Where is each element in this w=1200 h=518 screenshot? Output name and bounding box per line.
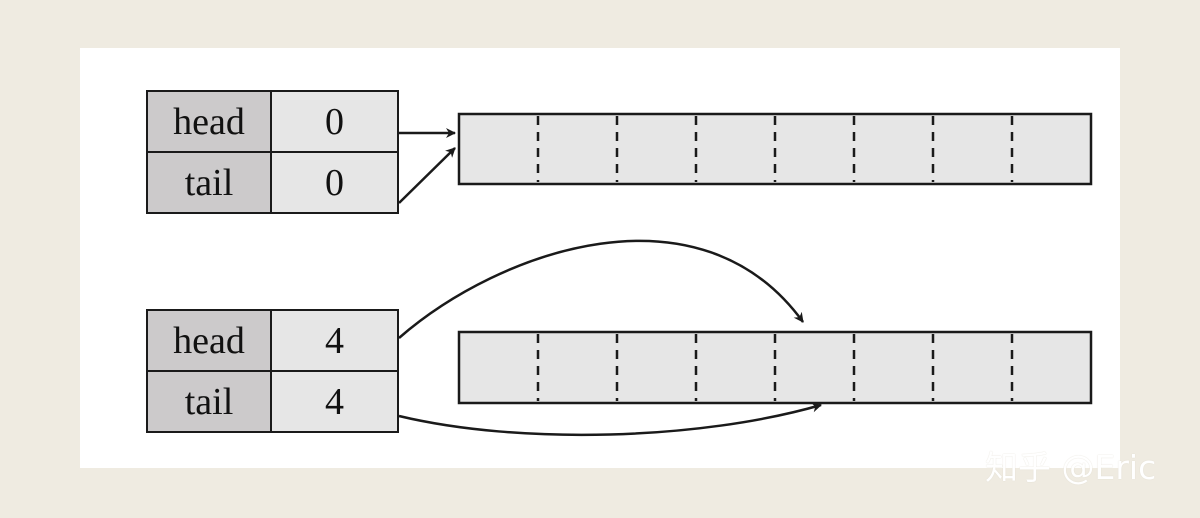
head-row-top: head 0 [146,90,399,153]
watermark-text: 知乎 @Eric [985,448,1157,487]
head-label-bottom: head [146,309,272,372]
tail-label-top: tail [146,151,272,214]
tail-row-bottom: tail 4 [146,370,399,433]
pointer-table-bottom: head 4 tail 4 [146,309,399,433]
tail-row-top: tail 0 [146,151,399,214]
head-value-top: 0 [270,90,399,153]
tail-value-top: 0 [270,151,399,214]
pointer-table-top: head 0 tail 0 [146,90,399,214]
tail-label-bottom: tail [146,370,272,433]
head-value-bottom: 4 [270,309,399,372]
head-row-bottom: head 4 [146,309,399,372]
tail-value-bottom: 4 [270,370,399,433]
head-label-top: head [146,90,272,153]
